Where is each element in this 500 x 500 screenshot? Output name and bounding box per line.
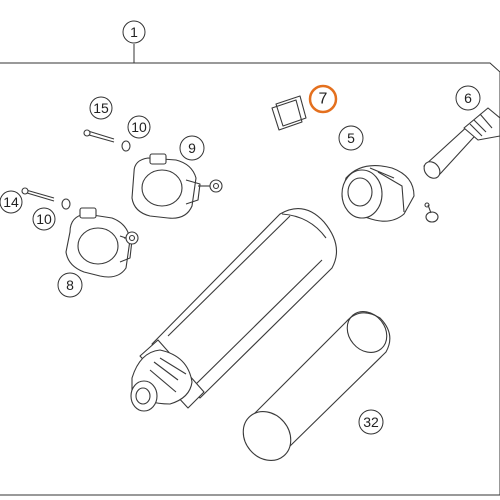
callout-14[interactable]: 14 [0, 190, 23, 214]
callout-9[interactable]: 9 [179, 135, 205, 161]
part-32-insert-tube [242, 311, 391, 461]
callout-5[interactable]: 5 [338, 125, 364, 151]
part-15-bolt-upper [83, 129, 115, 143]
callout-5-label: 5 [347, 130, 355, 146]
callout-7[interactable]: 7 [308, 84, 338, 114]
callout-8-label: 8 [66, 277, 74, 293]
callout-10-lower[interactable]: 10 [32, 207, 56, 231]
assembly-frame [0, 44, 500, 496]
part-7-decal [271, 95, 307, 131]
callout-32-label: 32 [363, 414, 379, 430]
callout-32[interactable]: 32 [358, 409, 384, 435]
callout-1-label: 1 [130, 24, 138, 40]
callout-6[interactable]: 6 [455, 85, 481, 111]
callout-10-upper[interactable]: 10 [127, 115, 151, 139]
callout-15[interactable]: 15 [89, 96, 113, 120]
callout-9-label: 9 [188, 140, 196, 156]
part-9-clamp-upper [131, 153, 223, 219]
part-14-bolt-lower [21, 187, 55, 202]
callout-10-upper-label: 10 [131, 119, 147, 135]
callout-7-label: 7 [319, 91, 328, 108]
callout-10-lower-label: 10 [36, 211, 52, 227]
part-10-washer-upper [121, 140, 131, 152]
part-6-link-pipe [423, 107, 500, 179]
part-5-end-cap [341, 165, 415, 222]
part-10-washer-lower [61, 198, 71, 210]
part-screw-small [424, 202, 439, 223]
part-muffler-body [130, 208, 338, 412]
callout-8[interactable]: 8 [57, 272, 83, 298]
callout-1[interactable]: 1 [122, 20, 146, 44]
part-8-clamp-lower [65, 207, 139, 278]
callout-15-label: 15 [93, 100, 109, 116]
callout-6-label: 6 [464, 90, 472, 106]
callout-14-label: 14 [3, 194, 19, 210]
